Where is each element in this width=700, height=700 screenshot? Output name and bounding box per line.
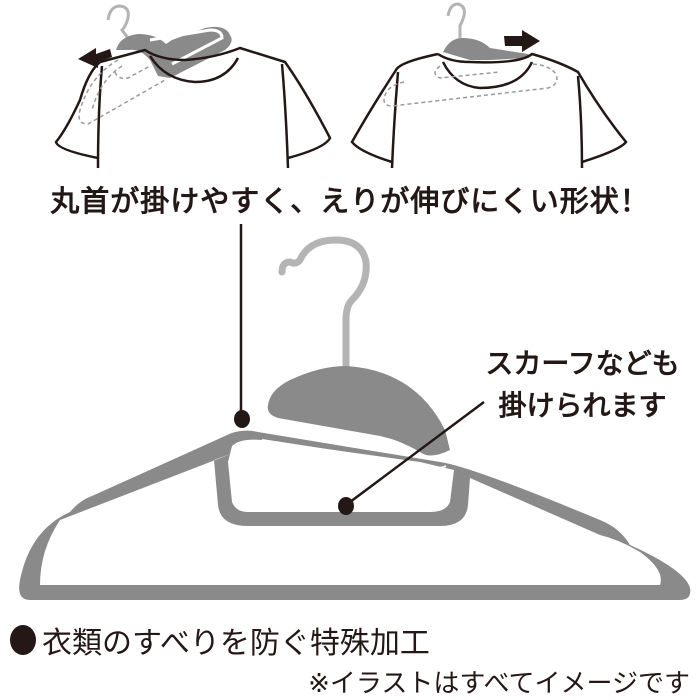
headline: 丸首が掛けやすく、えりが伸びにくい形状！ [50,184,650,218]
tshirt-right-illustration [350,2,628,169]
leader-line-neck [234,224,250,428]
feature-text: 衣類のすべりを防ぐ特殊加工 [42,626,430,661]
arrow-left-icon [78,48,112,68]
arrow-right-icon [504,30,540,52]
scarf-callout-line2: 掛けられます [498,389,667,422]
tshirt-left-illustration [54,4,332,169]
bullet-icon [10,625,36,655]
feature-line: 衣類のすべりを防ぐ特殊加工 [10,618,430,662]
main-hanger [19,236,691,600]
leader-line-scarf [338,400,485,515]
illustration-disclaimer: ※イラストはすべてイメージです [308,669,690,699]
scarf-callout: スカーフなども 掛けられます [470,343,695,427]
scarf-callout-line1: スカーフなども [485,347,680,380]
